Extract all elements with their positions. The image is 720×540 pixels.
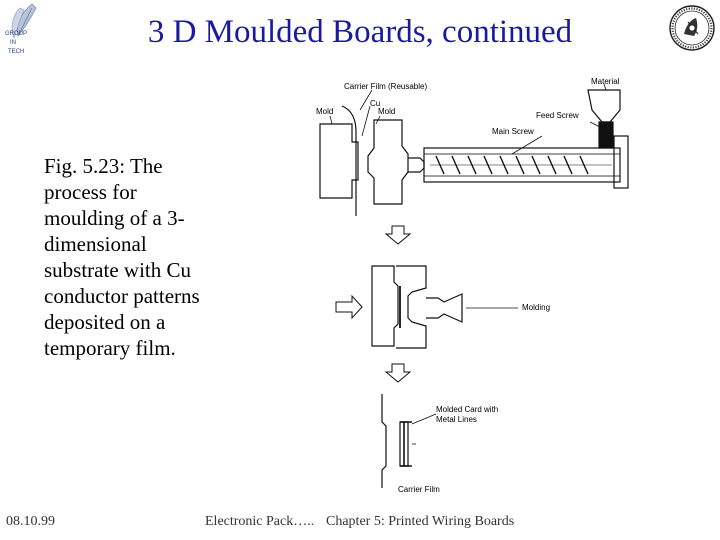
caption-line: deposited on a <box>44 310 166 334</box>
university-logo-left: GROUP IN TECH <box>2 2 50 66</box>
caption-line: dimensional <box>44 232 147 256</box>
university-seal <box>668 4 716 52</box>
label-carrier-film-reusable: Carrier Film (Reusable) <box>344 82 427 91</box>
down-arrow-icon <box>384 363 412 383</box>
right-arrow-icon <box>335 294 363 320</box>
logo-left-line-2: IN <box>10 40 16 46</box>
seal-icon <box>669 5 715 51</box>
carrier-film-stage3 <box>381 394 387 488</box>
material-hopper <box>587 89 621 123</box>
figure-caption: Fig. 5.23: The process for moulding of a… <box>44 153 254 361</box>
drive-housing <box>613 135 629 189</box>
feed-screw <box>598 121 614 149</box>
caption-line: temporary film. <box>44 336 176 360</box>
down-arrow-icon <box>384 225 412 245</box>
feather-logo-icon: GROUP IN TECH <box>5 3 37 55</box>
right-mold-stage2 <box>396 265 427 349</box>
label-main-screw: Main Screw <box>492 127 534 136</box>
label-mold-right: Mold <box>378 107 395 116</box>
caption-line: Fig. 5.23: The <box>44 154 163 178</box>
footer-date: 08.10.99 <box>6 514 55 529</box>
label-molded-card: Molded Card with <box>436 405 498 414</box>
caption-line: conductor patterns <box>44 284 200 308</box>
footer-course: Electronic Pack….. <box>205 514 315 529</box>
carrier-film-stage1 <box>341 105 357 216</box>
label-metal-lines: Metal Lines <box>436 415 477 424</box>
label-material: Material <box>591 77 620 86</box>
label-mold-left: Mold <box>316 107 333 116</box>
logo-left-line-3: TECH <box>8 49 24 55</box>
footer-chapter: Chapter 5: Printed Wiring Boards <box>326 514 515 529</box>
caption-line: moulding of a 3- <box>44 206 185 230</box>
label-carrier-film: Carrier Film <box>398 485 440 494</box>
label-feed-screw: Feed Screw <box>536 111 579 120</box>
left-mold-stage1 <box>319 123 359 199</box>
nozzle <box>408 157 425 173</box>
moulding-process-diagram: Carrier Film (Reusable) Material Mold Cu… <box>316 77 629 494</box>
logo-left-line-1: GROUP <box>5 31 27 37</box>
caption-line: process for <box>44 180 137 204</box>
main-screw <box>430 155 612 175</box>
nozzle-stage2 <box>426 293 463 323</box>
right-mold-stage1 <box>367 119 409 205</box>
label-cu: Cu <box>370 99 380 108</box>
caption-line: substrate with Cu <box>44 258 191 282</box>
left-mold-stage2 <box>371 265 399 347</box>
label-molding: Molding <box>522 303 550 312</box>
slide-title: 3 D Moulded Boards, continued <box>147 14 573 50</box>
